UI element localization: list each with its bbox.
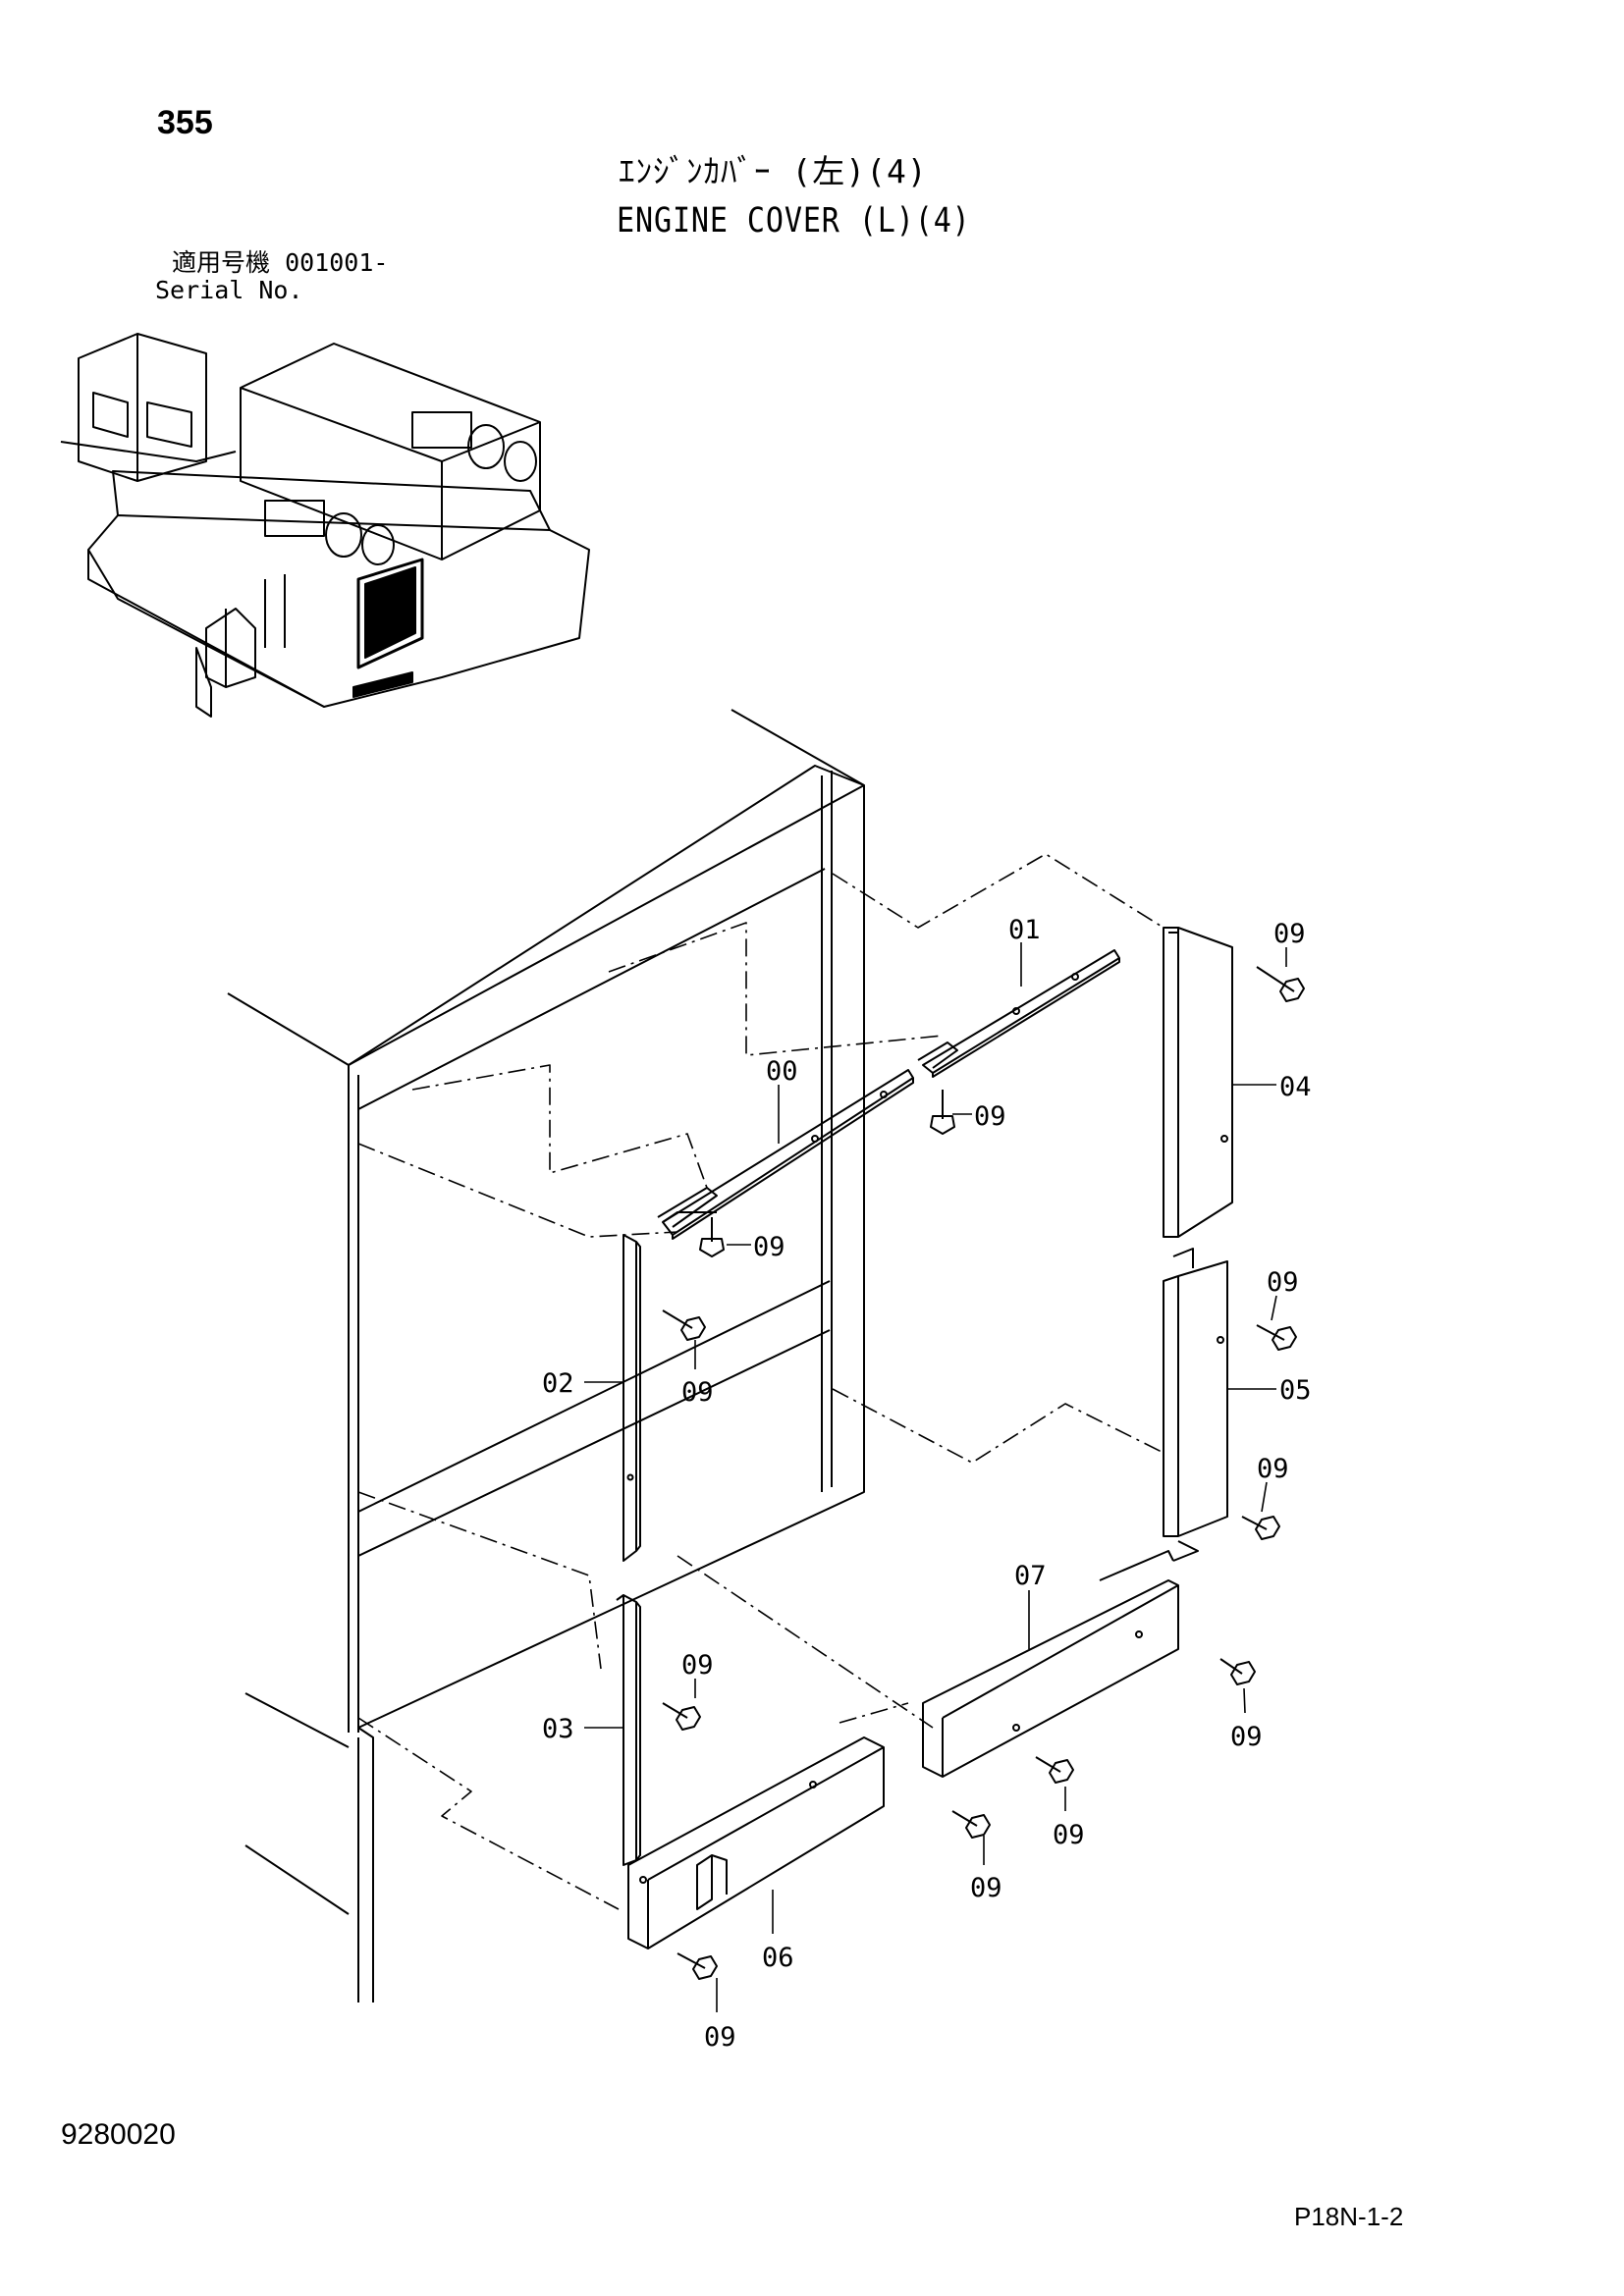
bolt-6	[1241, 1516, 1268, 1530]
label-09: 09	[1053, 1820, 1085, 1850]
serial-label-japanese: 適用号機 001001-	[172, 250, 388, 275]
serial-value: 001001-	[285, 248, 389, 277]
label-09: 09	[1267, 1267, 1299, 1298]
engine-housing-outline	[227, 709, 865, 2002]
part-05-side-panel	[1163, 1248, 1228, 1562]
label-09: 09	[974, 1101, 1006, 1132]
label-01: 01	[1008, 915, 1041, 945]
bolt-11	[677, 1952, 706, 1969]
bolt-5	[1256, 1324, 1285, 1341]
label-09: 09	[681, 1377, 714, 1408]
label-04: 04	[1279, 1072, 1312, 1102]
assembly-guide-lines	[357, 853, 1164, 1910]
document-id: 9280020	[61, 2118, 176, 2151]
serial-label-english: Serial No.	[155, 276, 303, 304]
label-05: 05	[1279, 1375, 1312, 1406]
label-leaders	[584, 942, 1287, 2012]
part-02-vertical-strip	[623, 1234, 641, 1562]
serial-label-jp-text: 適用号機	[172, 248, 271, 277]
part-number-labels: 01 09 04 00 09 09 09 02 09 05 09 07 09 0…	[542, 915, 1312, 2053]
bolt-4	[662, 1309, 693, 1329]
part-04-side-panel	[1163, 927, 1233, 1238]
label-09: 09	[1273, 919, 1306, 949]
part-01-angle-bar	[917, 949, 1120, 1078]
part-03-vertical-strip	[616, 1594, 641, 1866]
bolt-8	[662, 1702, 688, 1719]
part-07-channel-bracket	[922, 1550, 1179, 1778]
label-06: 06	[762, 1943, 794, 1973]
label-07: 07	[1014, 1561, 1047, 1591]
machine-overview-illustration	[60, 333, 590, 718]
label-09: 09	[1257, 1454, 1289, 1484]
title-english: ENGINE COVER (L)(4)	[617, 201, 971, 240]
label-09: 09	[704, 2022, 736, 2053]
label-09: 09	[970, 1873, 1002, 1903]
bolt-7	[1219, 1658, 1243, 1675]
label-03: 03	[542, 1714, 574, 1744]
part-06-channel-bracket	[627, 1736, 885, 1949]
label-02: 02	[542, 1368, 574, 1399]
page-number: 355	[157, 104, 213, 141]
label-09: 09	[681, 1650, 714, 1681]
bolt-group	[662, 966, 1305, 1980]
label-00: 00	[766, 1056, 798, 1087]
bolt-1	[1256, 966, 1295, 992]
label-09: 09	[753, 1232, 785, 1262]
title-japanese: ｴﾝｼﾞﾝｶﾊﾞｰ (左)(4)	[619, 152, 928, 190]
bolt-10	[951, 1810, 978, 1827]
page-code: P18N-1-2	[1294, 2202, 1404, 2231]
part-00-angle-bar	[657, 1069, 914, 1240]
label-09: 09	[1230, 1722, 1263, 1752]
bolt-9	[1035, 1756, 1061, 1773]
